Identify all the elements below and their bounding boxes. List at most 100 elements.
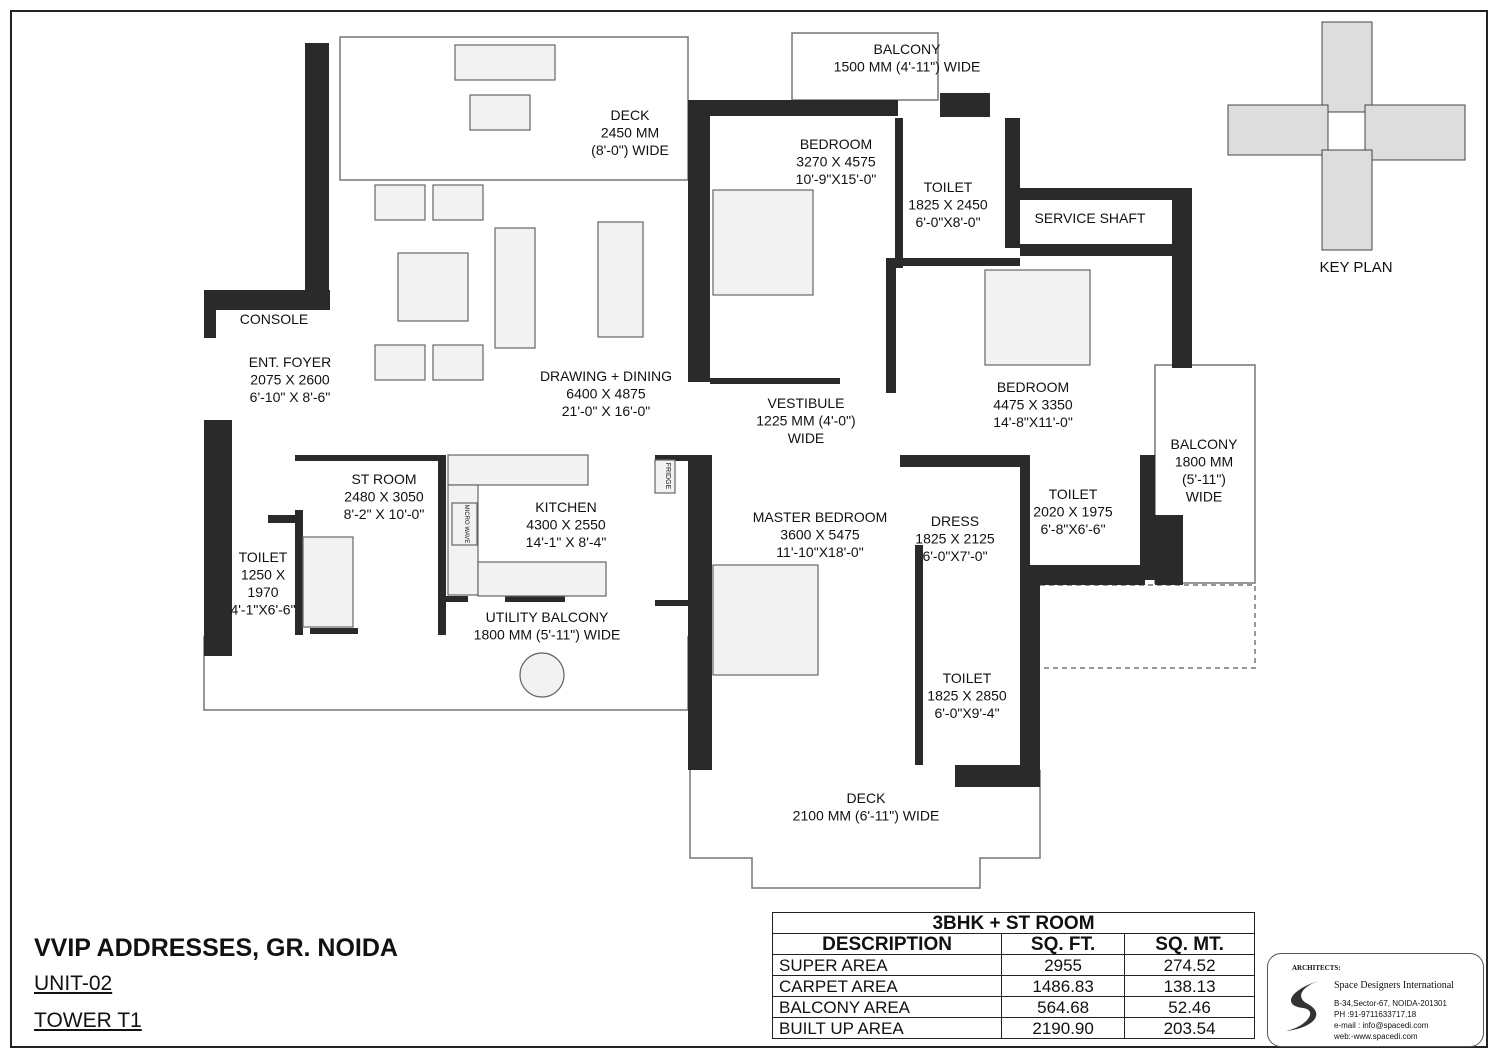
armchair (374, 344, 426, 381)
room-label-line: CONSOLE (240, 311, 308, 327)
room-label-line: 10'-9"X15'-0" (796, 171, 877, 187)
key-plan-wing-right (1364, 104, 1466, 161)
wall (688, 455, 712, 770)
room-label-line: 2100 MM (6'-11") WIDE (793, 808, 940, 824)
cell: 274.52 (1124, 954, 1255, 976)
room-label-line: 14'-1" X 8'-4" (526, 534, 607, 550)
room-label-line: 1800 MM (5'-11") WIDE (474, 627, 621, 643)
st-room-bed (302, 536, 354, 628)
room-label-line: UTILITY BALCONY (486, 609, 609, 625)
wall (655, 455, 710, 461)
wall (310, 628, 358, 634)
room-label-vestibule: VESTIBULE 1225 MM (4'-0")WIDE (756, 395, 855, 446)
deck-table (469, 94, 531, 131)
col-header: SQ. MT. (1124, 933, 1255, 955)
area-table: 3BHK + ST ROOM DESCRIPTION SQ. FT. SQ. M… (771, 912, 1255, 1039)
tower-label: TOWER T1 (34, 1009, 142, 1032)
wall (886, 258, 896, 393)
fridge (654, 459, 676, 494)
room-label-line: 6'-0"X7'-0" (922, 548, 987, 564)
room-label-deck: DECK 2100 MM (6'-11") WIDE (793, 790, 940, 824)
room-label-line: 1825 X 2450 (908, 197, 988, 213)
wall (1005, 118, 1020, 248)
room-label-line: 11'-10"X18'-0" (776, 544, 863, 560)
architect-phone: PH :91-9711633717,18 (1334, 1010, 1417, 1019)
wall (900, 455, 1025, 467)
cell: BUILT UP AREA (771, 1017, 1003, 1039)
room-label-line: DRAWING + DINING (540, 368, 672, 384)
key-plan-wing-bottom (1321, 149, 1373, 251)
wall (895, 258, 1020, 266)
drawing-frame (10, 10, 1488, 1048)
room-label-line: ST ROOM (351, 471, 416, 487)
wall (1020, 565, 1145, 585)
room-label-line: 3270 X 4575 (796, 154, 876, 170)
room-label-line: ENT. FOYER (249, 354, 331, 370)
wall (295, 455, 445, 461)
kitchen-counter (447, 454, 589, 486)
room-label-line: WIDE (788, 430, 825, 446)
cell: 203.54 (1124, 1017, 1255, 1039)
wall (895, 118, 903, 268)
room-label-line: 1500 MM (4'-11") WIDE (834, 59, 981, 75)
cell: BALCONY AREA (771, 996, 1003, 1018)
architect-email: e-mail : info@spacedi.com (1334, 1021, 1429, 1030)
dashed-terrace-outline (1040, 584, 1256, 669)
wall (655, 600, 688, 606)
wall (305, 43, 329, 293)
room-label-line: KITCHEN (535, 499, 596, 515)
room-label-line: SERVICE SHAFT (1035, 210, 1146, 226)
wall (955, 765, 1040, 787)
room-label-line: 3600 X 5475 (780, 527, 860, 543)
room-label-line: DECK (847, 790, 887, 806)
room-label-line: 8'-2" X 10'-0" (344, 506, 425, 522)
sofa-set-deck (454, 44, 556, 81)
bed (984, 269, 1091, 366)
wall (915, 545, 923, 765)
wall (1020, 188, 1192, 200)
room-label-line: VESTIBULE (767, 395, 844, 411)
architect-logo-icon (1286, 981, 1318, 1031)
room-label-line: 21'-0" X 16'-0" (562, 403, 650, 419)
room-label-line: BALCONY (1171, 436, 1239, 452)
utility-table (519, 652, 565, 698)
room-label-line: TOILET (943, 670, 992, 686)
room-label-line: BEDROOM (800, 136, 872, 152)
room-label-line: 2020 X 1975 (1033, 504, 1113, 520)
room-label-utility-balcony: UTILITY BALCONY 1800 MM (5'-11") WIDE (474, 609, 621, 643)
room-label-line: 4475 X 3350 (993, 397, 1073, 413)
deck-bottom-outline (689, 770, 1041, 889)
room-label-line: 1250 X (241, 567, 286, 583)
dining-table (597, 221, 644, 338)
wall (438, 455, 446, 635)
room-label-line: 1225 MM (4'-0") (756, 413, 855, 429)
bed (712, 189, 814, 296)
wall (505, 596, 565, 602)
room-label-line: (8'-0") WIDE (591, 142, 669, 158)
wall (688, 100, 710, 382)
room-label-line: 6'-10" X 8'-6" (250, 389, 331, 405)
room-label-line: 1970 (247, 584, 278, 600)
microwave-label: MICRO WAVE (463, 505, 469, 544)
wall (688, 100, 898, 116)
room-label-line: 6400 X 4875 (566, 386, 646, 402)
room-label-line: DECK (611, 107, 651, 123)
room-label-line: 14'-8"X11'-0" (993, 414, 1073, 430)
armchair (374, 184, 426, 221)
coffee-table (397, 252, 469, 322)
room-label-line: WIDE (1186, 489, 1223, 505)
fridge-label: FRIDGE (664, 463, 671, 490)
wall (1140, 455, 1155, 580)
room-label-line: BEDROOM (997, 379, 1069, 395)
architect-stamp: ARCHITECTS: Space Designers Internationa… (1267, 953, 1484, 1047)
